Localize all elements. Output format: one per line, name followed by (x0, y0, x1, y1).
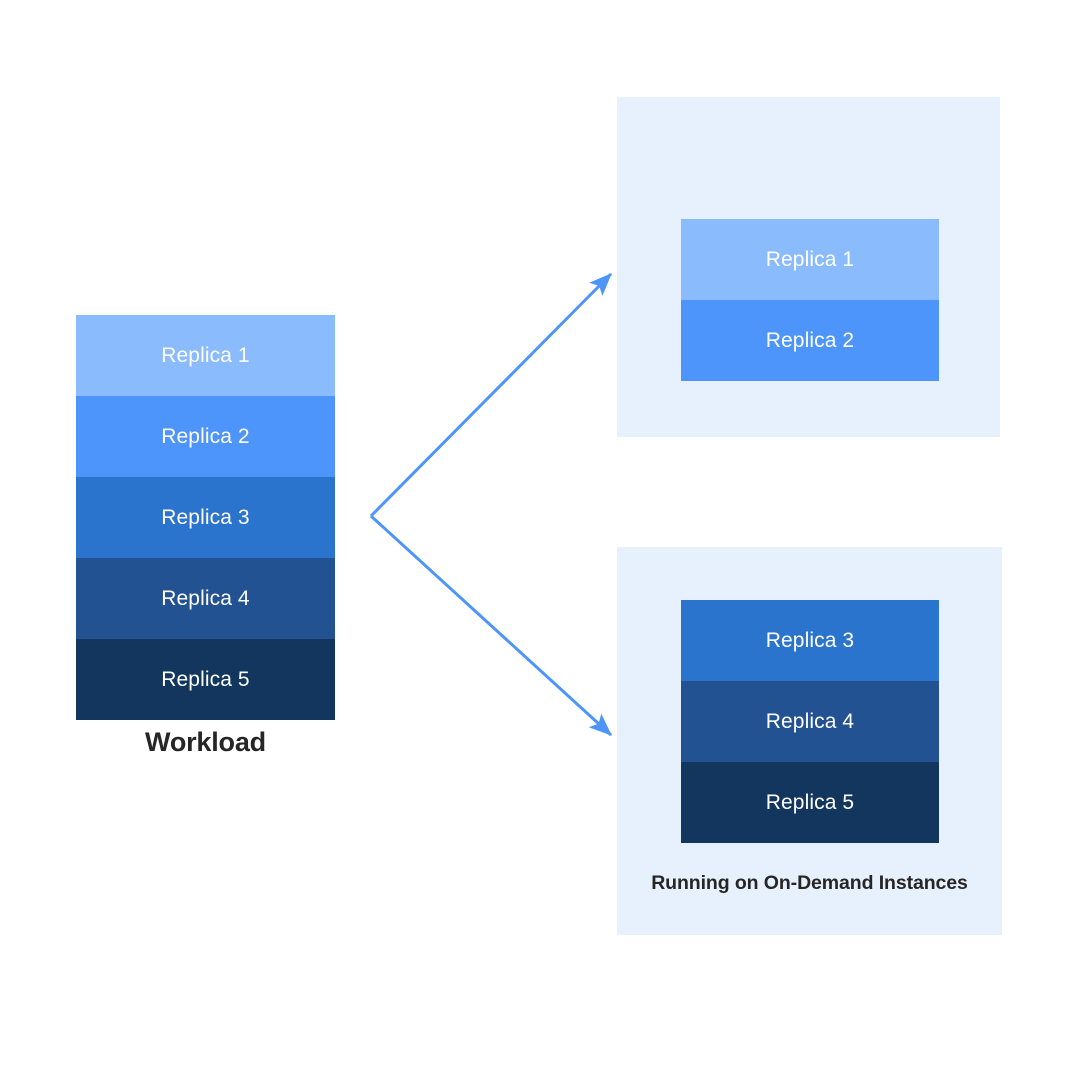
workload-replica-4[interactable]: Replica 4 (76, 558, 335, 639)
workload-replica-3[interactable]: Replica 3 (76, 477, 335, 558)
ondemand-replica-3[interactable]: Replica 3 (681, 600, 939, 681)
spot-replica-stack: Replica 1 Replica 2 (681, 219, 939, 381)
spot-replica-2[interactable]: Replica 2 (681, 300, 939, 381)
replica-label: Replica 3 (161, 505, 250, 529)
arrow-to-spot (369, 272, 613, 518)
ondemand-replica-stack: Replica 3 Replica 4 Replica 5 (681, 600, 939, 843)
replica-label: Replica 5 (161, 667, 250, 691)
panel-ondemand-title: Running on On-Demand Instances (651, 872, 968, 894)
ondemand-replica-4[interactable]: Replica 4 (681, 681, 939, 762)
replica-label: Replica 4 (161, 586, 250, 610)
replica-label: Replica 5 (765, 790, 855, 814)
replica-label: Replica 2 (161, 424, 250, 448)
arrow-to-ondemand (369, 514, 613, 737)
spot-replica-1[interactable]: Replica 1 (681, 219, 939, 300)
replica-label: Replica 1 (765, 247, 855, 271)
workload-title: Workload (145, 727, 266, 757)
workload-group: Replica 1 Replica 2 Replica 3 Replica 4 … (76, 315, 335, 757)
workload-stack: Replica 1 Replica 2 Replica 3 Replica 4 … (76, 315, 335, 720)
workload-replica-5[interactable]: Replica 5 (76, 639, 335, 720)
workload-replica-2[interactable]: Replica 2 (76, 396, 335, 477)
replica-label: Replica 3 (765, 628, 855, 652)
workload-replica-1[interactable]: Replica 1 (76, 315, 335, 396)
ondemand-replica-5[interactable]: Replica 5 (681, 762, 939, 843)
replica-label: Replica 1 (161, 343, 250, 367)
replica-label: Replica 4 (765, 709, 855, 733)
replica-label: Replica 2 (765, 328, 855, 352)
